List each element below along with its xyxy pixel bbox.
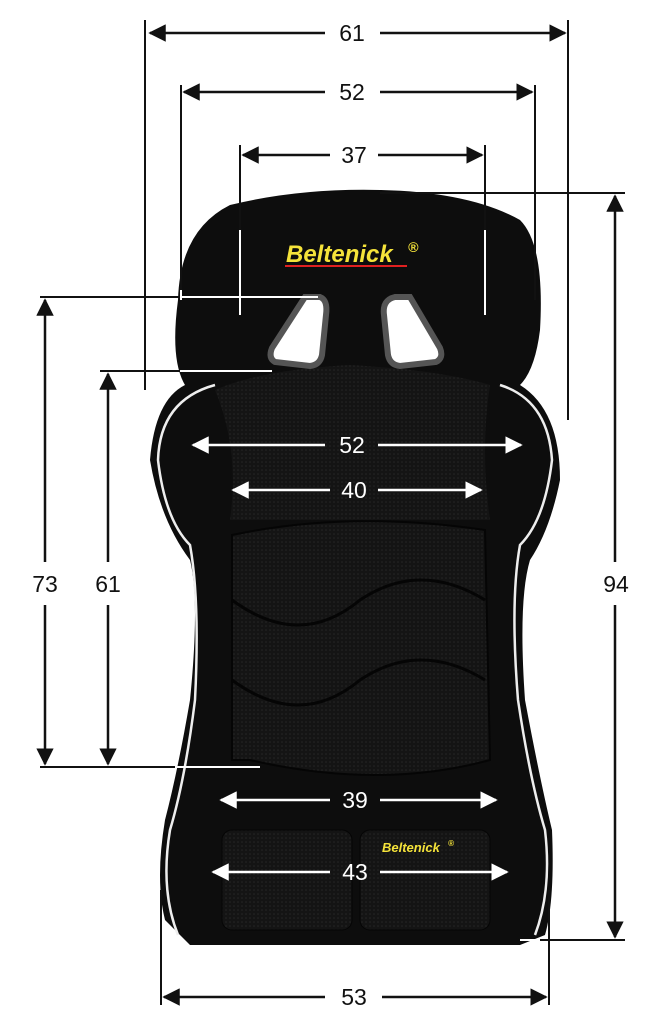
dimension-lines-white: [191, 436, 523, 881]
seat-cushion-right: [359, 829, 491, 931]
lumbar-cushion: [231, 520, 492, 776]
label-total-height: 94: [603, 571, 629, 597]
label-seat-cushion-width: 43: [342, 859, 368, 885]
label-harness-slot-spacing: 37: [341, 142, 367, 168]
label-seat-width-inner: 39: [342, 787, 368, 813]
cushion-seam-1: [231, 578, 486, 627]
brand-logo-top: Beltenick ®: [285, 239, 419, 268]
brand-registered-mark-small: ®: [448, 839, 454, 848]
dimension-lines: [36, 24, 624, 1006]
label-top-width-outer: 61: [339, 20, 365, 46]
extension-lines-white: [144, 230, 540, 941]
brand-logo-cushion: Beltenick ®: [382, 839, 454, 855]
cushion-seam-2: [231, 658, 486, 707]
brand-logo-text-small: Beltenick: [382, 840, 441, 855]
brand-logo-text: Beltenick: [286, 241, 394, 268]
brand-registered-mark: ®: [408, 239, 419, 255]
white-piping-right: [499, 383, 554, 936]
seat-cushion-left: [221, 829, 353, 931]
harness-slot-right: [380, 294, 445, 370]
label-mid-width-outer: 52: [339, 432, 365, 458]
white-piping-left: [156, 383, 216, 936]
label-mid-width-inner: 40: [341, 477, 367, 503]
label-base-width: 53: [341, 984, 367, 1010]
harness-slot-left: [267, 294, 330, 370]
seat-back-mesh: [215, 365, 490, 520]
racing-seat: Beltenick ® Beltenick ®: [150, 189, 560, 945]
label-height-outer: 73: [32, 571, 58, 597]
label-height-inner: 61: [95, 571, 121, 597]
label-top-width-shoulder: 52: [339, 79, 365, 105]
